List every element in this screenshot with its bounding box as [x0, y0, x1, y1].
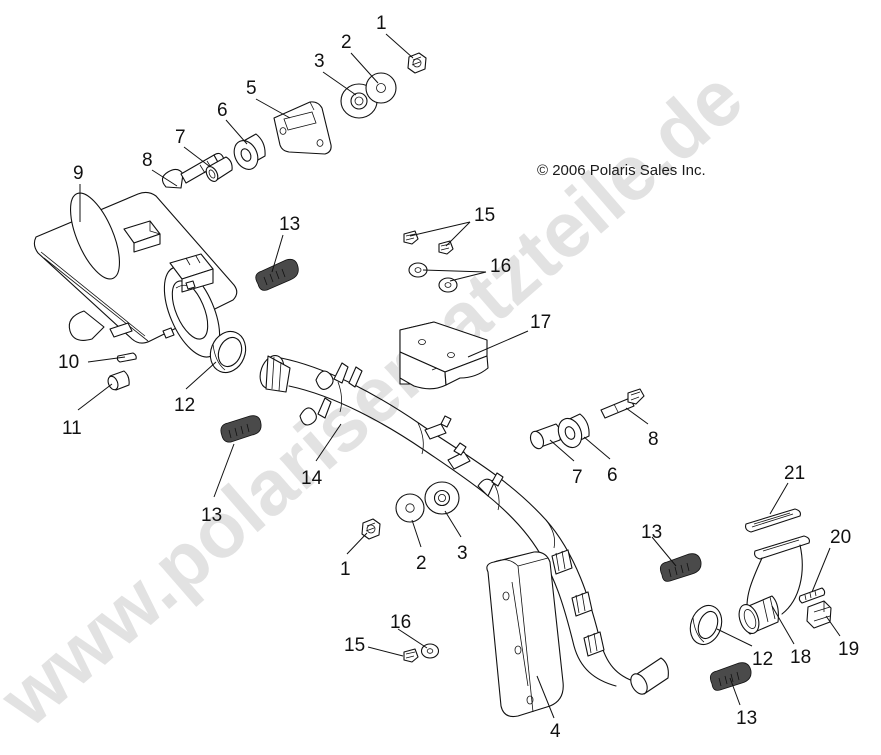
- part-washer-small-upper-a: [408, 262, 428, 278]
- part-spacer-sleeve-upper: [205, 156, 233, 182]
- callout-13-d[interactable]: 13: [736, 708, 758, 729]
- part-spring-clamp-c: [659, 553, 702, 582]
- part-manifold-gasket: [745, 508, 801, 533]
- callout-2[interactable]: 2: [341, 32, 352, 53]
- part-spring-clamp-a: [255, 258, 299, 291]
- callout-14[interactable]: 14: [301, 468, 323, 489]
- part-washer-lower: [395, 493, 425, 523]
- callout-5[interactable]: 5: [246, 78, 257, 99]
- part-exhaust-gasket-a: [209, 330, 247, 374]
- callout-19[interactable]: 19: [838, 639, 860, 660]
- callout-15-upper[interactable]: 15: [474, 205, 496, 226]
- part-heat-shield: [486, 551, 564, 718]
- part-screw-upper-b: [438, 240, 454, 255]
- part-rubber-grommet-mid: [557, 413, 590, 449]
- callout-1[interactable]: 1: [376, 13, 387, 34]
- part-bushing: [107, 370, 130, 391]
- part-exhaust-gasket-b: [689, 604, 723, 646]
- callout-12-b[interactable]: 12: [752, 649, 774, 670]
- part-exhaust-pipe: [259, 355, 669, 695]
- callout-21[interactable]: 21: [784, 463, 806, 484]
- part-spring-clamp-b: [220, 415, 262, 443]
- callout-17[interactable]: 17: [530, 312, 552, 333]
- part-screw-lower: [403, 648, 419, 663]
- leader-lines: [77, 33, 841, 719]
- callout-8-b[interactable]: 8: [648, 429, 659, 450]
- part-heat-shield-bracket: [399, 321, 489, 390]
- callout-3[interactable]: 3: [314, 51, 325, 72]
- part-exhaust-manifold: [738, 535, 810, 635]
- callout-3-b[interactable]: 3: [457, 543, 468, 564]
- part-flange-bolt-upper: [161, 152, 225, 189]
- callout-1-b[interactable]: 1: [340, 559, 351, 580]
- callout-11[interactable]: 11: [62, 418, 82, 439]
- callout-10[interactable]: 10: [58, 352, 80, 373]
- part-washer-large-lower: [424, 481, 460, 515]
- callout-15-lower[interactable]: 15: [344, 635, 366, 656]
- part-flange-nut: [806, 600, 832, 629]
- part-rubber-grommet-upper: [233, 133, 266, 170]
- callout-6[interactable]: 6: [217, 100, 228, 121]
- callout-13-a[interactable]: 13: [279, 214, 301, 235]
- callout-4[interactable]: 4: [550, 721, 561, 742]
- part-stud: [798, 587, 826, 604]
- callout-20[interactable]: 20: [830, 527, 852, 548]
- part-spring-clamp-d: [709, 662, 752, 691]
- callout-12-a[interactable]: 12: [174, 395, 196, 416]
- callout-7[interactable]: 7: [175, 127, 186, 148]
- callout-7-b[interactable]: 7: [572, 467, 583, 488]
- callout-9[interactable]: 9: [73, 163, 84, 184]
- part-flange-bolt-mid: [600, 388, 645, 419]
- callout-13-b[interactable]: 13: [201, 505, 223, 526]
- callout-18[interactable]: 18: [790, 647, 812, 668]
- part-muffler-silencer: [33, 191, 238, 358]
- callout-8[interactable]: 8: [142, 150, 153, 171]
- callout-16-lower[interactable]: 16: [390, 612, 412, 633]
- callout-6-b[interactable]: 6: [607, 465, 618, 486]
- part-screw-upper-a: [403, 230, 419, 245]
- callout-16-upper[interactable]: 16: [490, 256, 512, 277]
- callout-2-b[interactable]: 2: [416, 553, 427, 574]
- part-washer-upper: [365, 72, 397, 104]
- part-mounting-plate: [273, 101, 332, 155]
- callout-13-c[interactable]: 13: [641, 522, 663, 543]
- part-washer-small-upper-b: [438, 277, 458, 293]
- copyright-notice: © 2006 Polaris Sales Inc.: [537, 162, 706, 179]
